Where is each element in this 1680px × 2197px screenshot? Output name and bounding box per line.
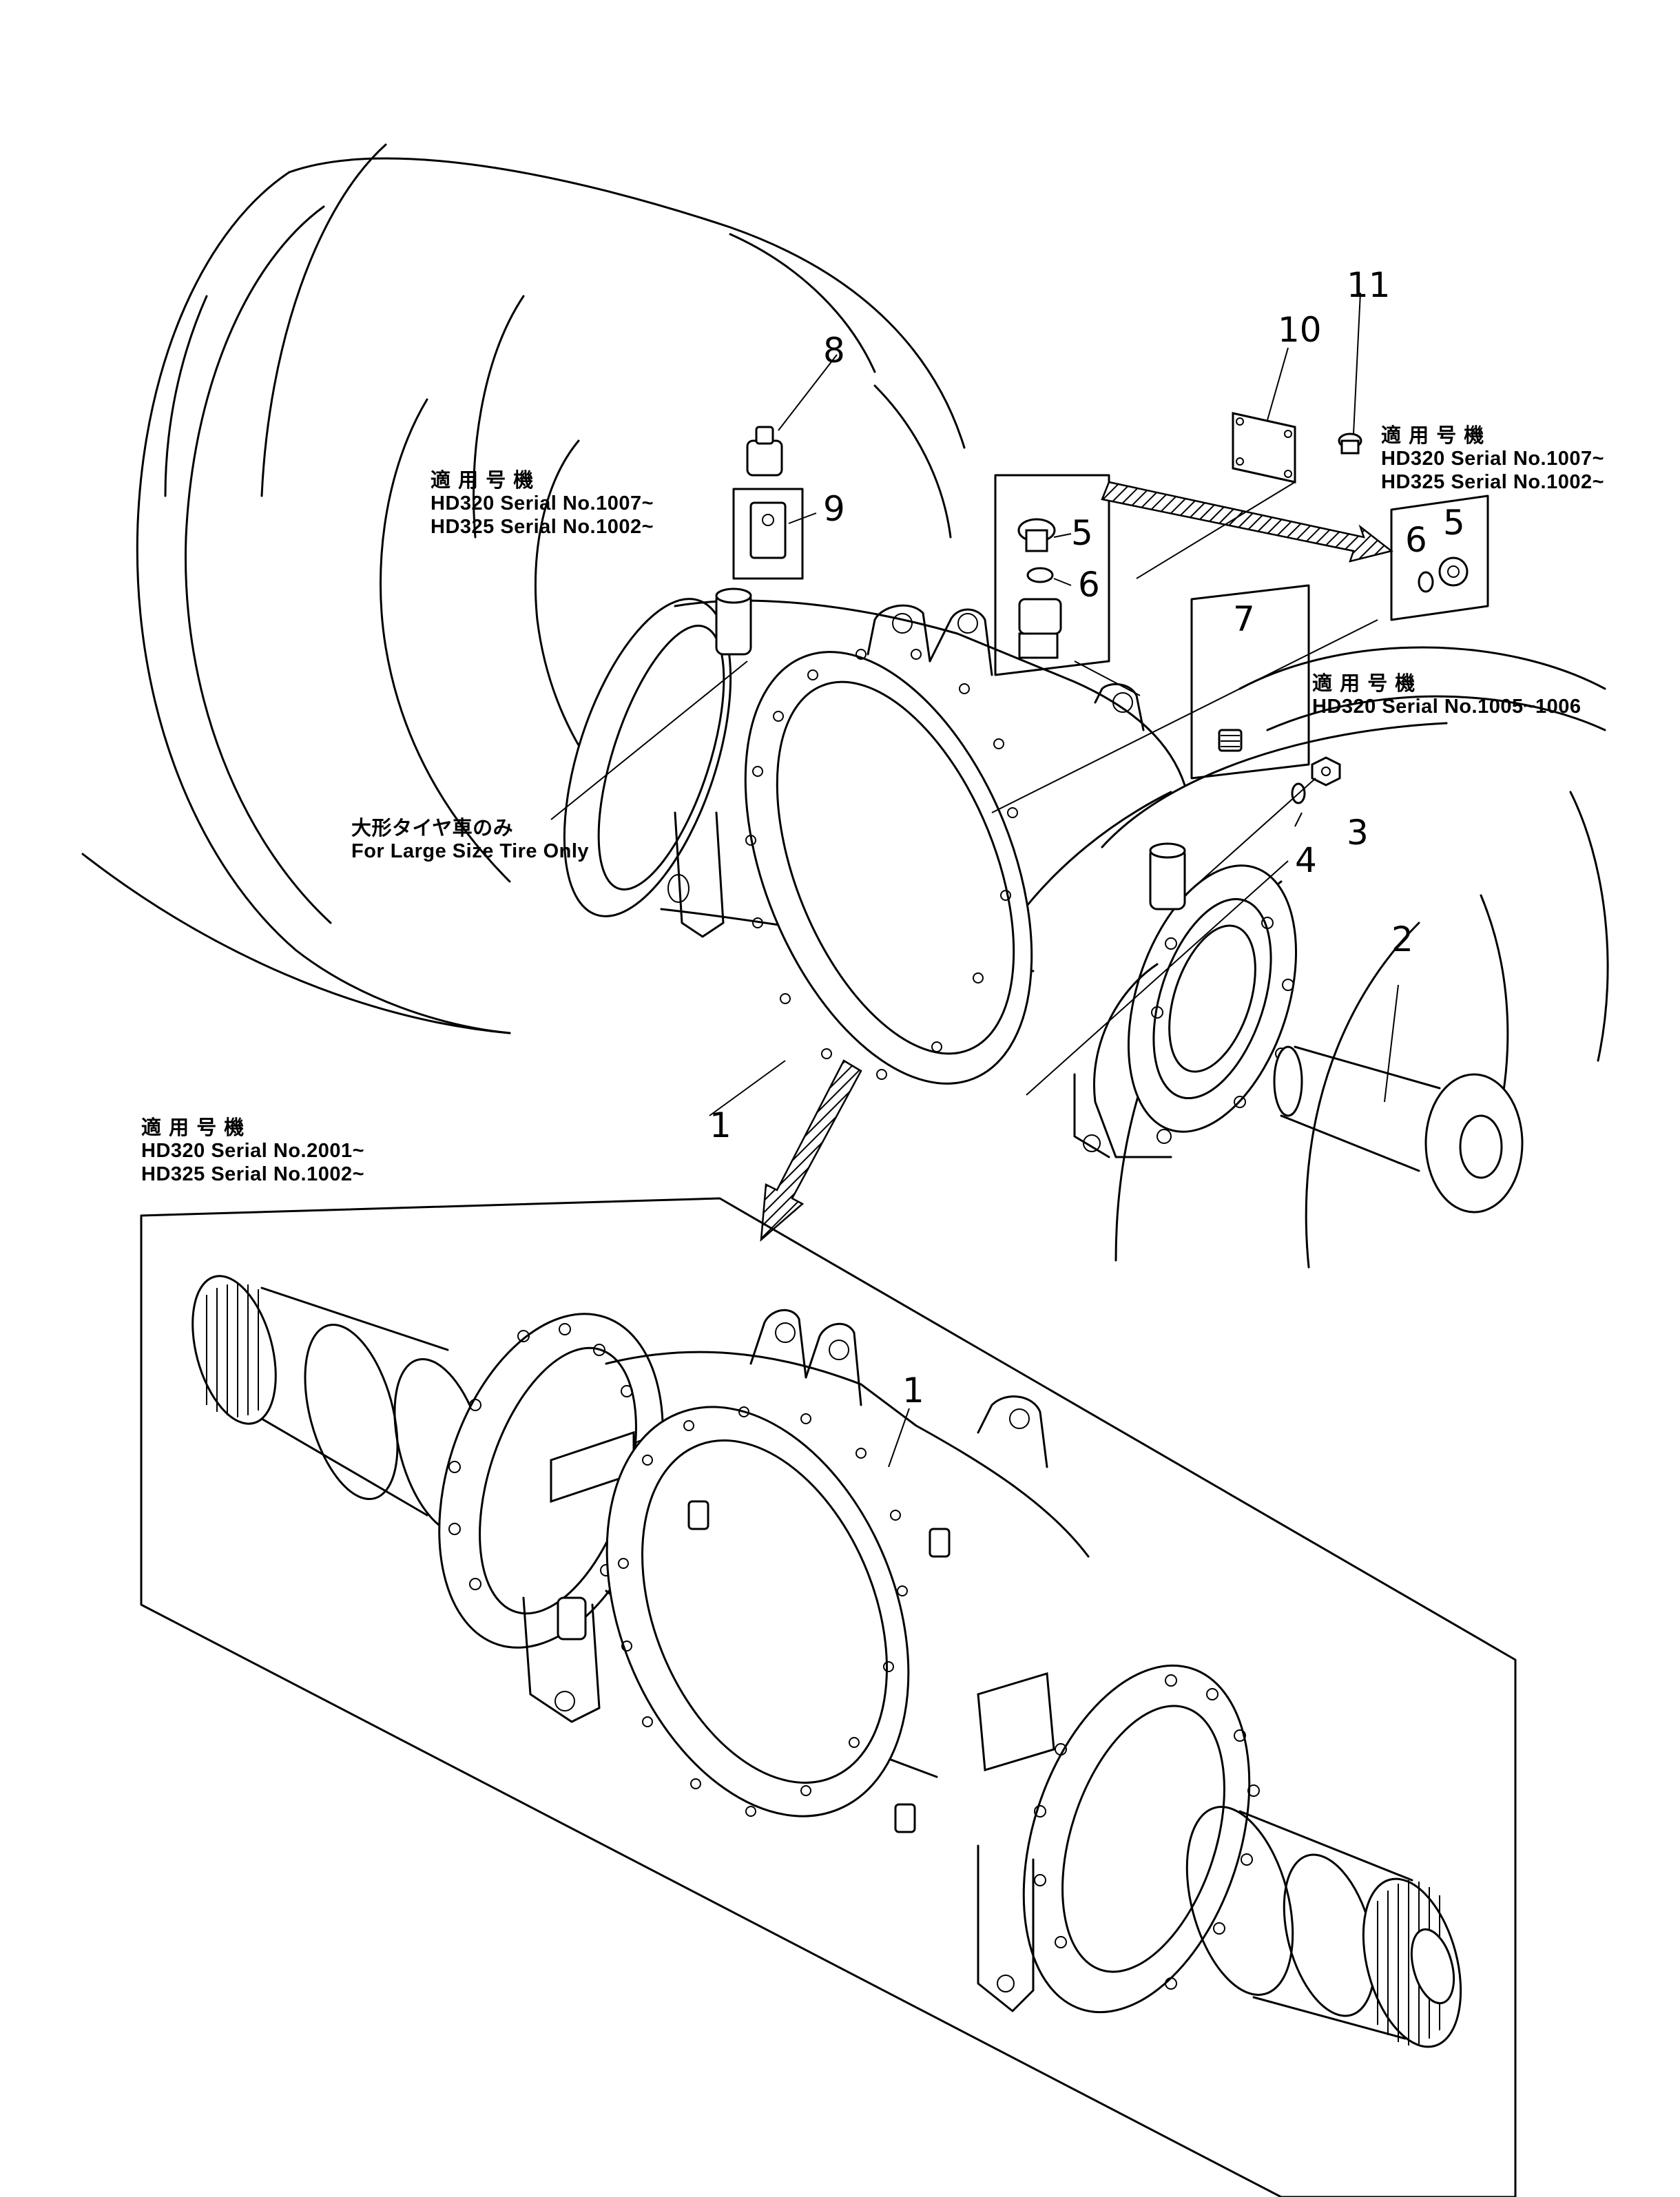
callout-1-lower: 1 (902, 1371, 924, 1410)
part-9-adapter (749, 501, 787, 559)
detail-box-5-6 (1390, 494, 1489, 621)
callout-5-detail: 5 (1443, 503, 1465, 543)
part-6-o-ring (1026, 567, 1054, 583)
callout-6-ring: 6 (1078, 565, 1100, 605)
right-note: 適 用 号 機 HD320 Serial No.1007~ HD325 Seri… (1381, 424, 1604, 494)
lower-note: 適 用 号 機 HD320 Serial No.2001~ HD325 Seri… (141, 1116, 364, 1187)
left-tire (81, 143, 966, 1034)
part-10-plate (1232, 412, 1296, 483)
callout-7: 7 (1233, 599, 1255, 639)
callout-6-detail: 6 (1405, 520, 1427, 560)
left-note-line1: HD320 Serial No.1007~ (431, 492, 654, 515)
mid-note-heading: 適 用 号 機 (1312, 671, 1415, 695)
hatched-arrow-upper (1101, 481, 1393, 563)
lower-note-line1: HD320 Serial No.2001~ (141, 1140, 365, 1163)
plug-seat (1018, 632, 1059, 659)
hatched-arrow-lower (760, 1059, 862, 1242)
right-note-line2: HD325 Serial No.1002~ (1381, 471, 1605, 494)
lower-ring-holes (618, 1406, 908, 1817)
part-7-plug (1218, 729, 1243, 752)
right-note-line1: HD320 Serial No.1007~ (1381, 448, 1605, 470)
callout-8: 8 (823, 331, 845, 371)
callout-2: 2 (1391, 919, 1413, 959)
tire-note-en: For Large Size Tire Only (351, 840, 590, 863)
leader-lines (550, 292, 1399, 1116)
part-9-detail-box (732, 488, 804, 580)
mid-note: 適 用 号 機 HD320 Serial No.1005~1006 (1312, 671, 1582, 718)
lower-detail-frame (140, 1197, 1517, 2197)
callout-9: 9 (823, 489, 845, 529)
mid-note-line1: HD320 Serial No.1005~1006 (1312, 696, 1582, 718)
callout-10: 10 (1278, 310, 1322, 350)
right-flange-holes (1034, 1674, 1260, 1990)
part-11-bolt (1338, 433, 1362, 455)
callout-1-upper: 1 (709, 1105, 732, 1145)
tire-note-jp: 大形タイヤ車のみ (351, 816, 514, 840)
part-3-nut (1311, 756, 1341, 787)
right-note-heading: 適 用 号 機 (1381, 424, 1484, 447)
part-5-plug (1017, 518, 1056, 552)
left-note-heading: 適 用 号 機 (431, 468, 534, 492)
lower-note-heading: 適 用 号 機 (141, 1116, 245, 1139)
callout-4: 4 (1295, 840, 1317, 880)
callout-5-plug: 5 (1071, 513, 1093, 553)
part-8-breather (746, 426, 783, 477)
left-note-line2: HD325 Serial No.1002~ (431, 516, 654, 539)
upper-axle-housing (563, 587, 1524, 1214)
detail-box-plug (994, 474, 1110, 676)
ring-bolt-holes (745, 649, 1018, 1080)
callout-11: 11 (1347, 265, 1391, 305)
detail-box-7 (1190, 584, 1310, 780)
tire-note: 大形タイヤ車のみ For Large Size Tire Only (351, 816, 589, 863)
lower-note-line2: HD325 Serial No.1002~ (141, 1163, 365, 1186)
lower-axle-housing (191, 1275, 1462, 2048)
right-tire (949, 646, 1609, 1269)
callout-3: 3 (1347, 813, 1369, 853)
left-note: 適 用 号 機 HD320 Serial No.1007~ HD325 Seri… (431, 468, 654, 539)
